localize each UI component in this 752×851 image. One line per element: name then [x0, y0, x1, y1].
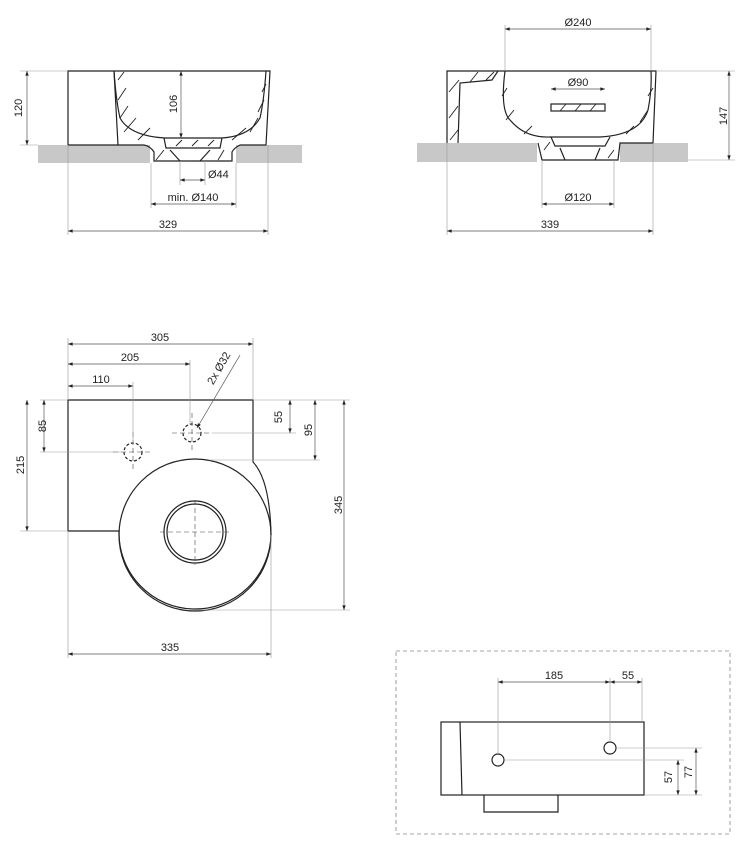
height1-label: 57: [663, 771, 675, 783]
holes-label: 2x Ø32: [205, 350, 233, 387]
hole-y2b-label: 95: [303, 424, 315, 436]
hole-2: [603, 741, 617, 755]
width-label: 335: [161, 642, 179, 654]
depth-label: 345: [333, 496, 345, 514]
height-label: 120: [13, 99, 25, 117]
cutout-label: min. Ø140: [168, 192, 219, 204]
height2-label: 77: [683, 766, 695, 778]
hole-x2-label: 205: [121, 352, 139, 364]
bowl-diameter-label: Ø240: [565, 17, 592, 29]
width-label: 339: [541, 219, 559, 231]
countertop-left: [38, 145, 150, 163]
plan-view: 305 205 110 2x Ø32 85 215 55 95 345 335: [15, 332, 350, 658]
hole-x1-label: 110: [92, 374, 110, 386]
height-label: 147: [718, 107, 730, 125]
spacing-label: 185: [545, 670, 563, 682]
width-label: 329: [159, 219, 177, 231]
countertop-left: [417, 143, 537, 162]
basin-side: [440, 721, 645, 796]
left-depth-label: 215: [15, 456, 27, 474]
width-top-label: 305: [151, 332, 169, 344]
countertop-right: [236, 145, 302, 163]
countertop-right: [620, 143, 688, 162]
overflow-diameter-label: Ø90: [568, 77, 589, 89]
drain-diameter-label: Ø44: [208, 169, 229, 181]
base-diameter-label: Ø120: [565, 192, 592, 204]
hole-y2-label: 55: [273, 411, 285, 423]
hole-y1-label: 85: [37, 420, 49, 432]
offset-label: 55: [622, 670, 634, 682]
inner-depth-label: 106: [168, 95, 180, 113]
wall-view: 185 55 57 77: [395, 650, 731, 835]
overflow-section: [550, 103, 606, 112]
side-section-view: Ø240 Ø90 147 Ø120 339: [417, 17, 735, 235]
front-section-view: 120 106 Ø44 min. Ø140 329: [13, 70, 302, 235]
hole-1: [491, 753, 505, 767]
